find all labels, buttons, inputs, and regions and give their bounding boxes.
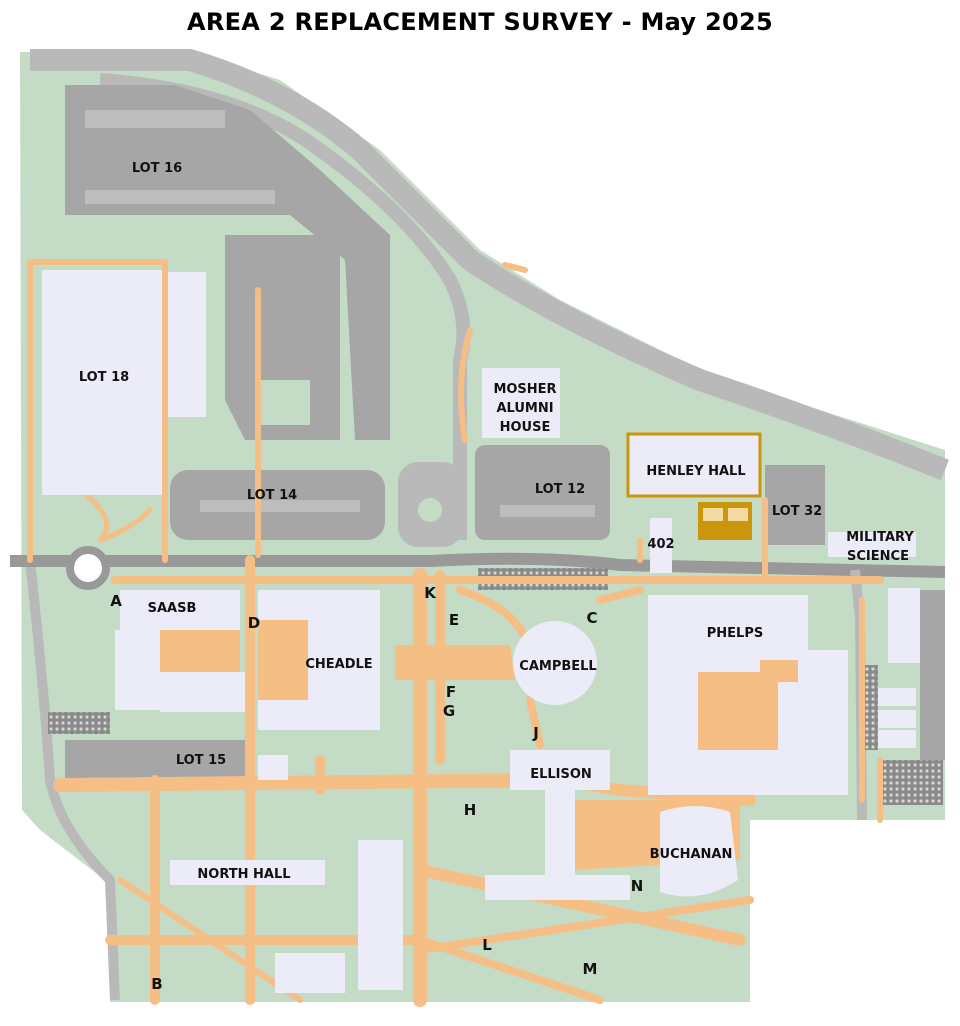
label-ellison: ELLISON [530, 767, 592, 782]
west-road [25, 559, 120, 1001]
point-f: F [446, 683, 456, 701]
saasb-building-a [120, 590, 240, 630]
label-henley: HENLEY HALL [646, 464, 745, 479]
lot14-aisle [200, 500, 360, 512]
campbell-hall [513, 621, 597, 705]
phelps-court-annex [760, 660, 798, 682]
label-phelps: PHELPS [707, 626, 763, 641]
east-small-building-2 [878, 688, 916, 706]
point-g: G [443, 702, 455, 720]
lot32-area [765, 465, 825, 545]
label-lot14: LOT 14 [247, 488, 297, 503]
label-402: 402 [647, 537, 674, 552]
label-lot16: LOT 16 [132, 161, 182, 176]
lot15-area [65, 740, 255, 780]
north-hall-annex [358, 840, 403, 990]
label-military-1: MILITARY [846, 530, 914, 545]
ellison-hall-stem [545, 790, 575, 880]
label-mosher-1: MOSHER [493, 382, 556, 397]
east-small-building [888, 588, 920, 663]
label-north-hall: NORTH HALL [197, 867, 290, 882]
point-c: C [586, 609, 597, 627]
gravel-patch-east [878, 760, 943, 805]
point-j: J [532, 724, 539, 742]
saasb-building-b [115, 630, 160, 710]
point-m: M [583, 960, 598, 978]
lot16-row-2 [85, 190, 275, 204]
east-small-building-3 [878, 710, 916, 728]
saasb-courtyard [160, 630, 240, 672]
label-mosher-2: ALUMNI [496, 401, 553, 416]
north-hall [170, 860, 325, 885]
gravel-patch-west [48, 712, 110, 734]
label-lot12: LOT 12 [535, 482, 585, 497]
phelps-courtyard [698, 672, 778, 750]
point-n: N [631, 877, 644, 895]
central-plaza-walk [395, 645, 515, 680]
lot-center-structure [225, 235, 340, 440]
east-lot-area [920, 590, 945, 760]
point-k: K [424, 584, 437, 602]
point-e: E [449, 611, 459, 629]
label-lot15: LOT 15 [176, 753, 226, 768]
cheadle-courtyard [258, 615, 308, 700]
point-h: H [464, 801, 477, 819]
label-lot32: LOT 32 [772, 504, 822, 519]
lot18-building [42, 270, 162, 495]
label-saasb: SAASB [148, 601, 197, 616]
map-title: AREA 2 REPLACEMENT SURVEY - May 2025 [186, 8, 774, 36]
point-d: D [248, 614, 260, 632]
east-small-building-4 [878, 730, 916, 748]
walkways [27, 259, 884, 1007]
building-labels: LOT 16 LOT 18 LOT 14 LOT 12 LOT 15 LOT 3… [79, 161, 915, 882]
mosher-alumni-house [482, 368, 560, 438]
military-science-building [828, 532, 916, 557]
buchanan-hall [660, 806, 738, 897]
label-buchanan: BUCHANAN [650, 847, 733, 862]
south-small-building [275, 953, 345, 993]
henley-hall-annex-window-2 [728, 508, 748, 521]
point-b: B [151, 975, 162, 993]
label-cheadle: CHEADLE [305, 657, 372, 672]
saasb-building-c [160, 672, 245, 712]
henley-hall-annex-window-1 [703, 508, 723, 521]
label-mosher-3: HOUSE [500, 420, 551, 435]
lot-center-inner [260, 380, 310, 425]
main-east-west-road [10, 552, 946, 578]
label-lot18: LOT 18 [79, 370, 129, 385]
label-military-2: SCIENCE [847, 549, 909, 564]
ellison-hall-foot [485, 875, 630, 900]
ellison-hall-top [510, 750, 610, 790]
survey-points: A B C D E F G H J K L M N [110, 584, 643, 993]
west-traffic-circle [66, 546, 110, 590]
lot15-building [258, 755, 288, 780]
lot16-area [65, 85, 390, 440]
center-fountain [418, 498, 442, 522]
lot18-annex [168, 272, 206, 417]
lot16-row [85, 110, 225, 128]
point-l: L [482, 936, 492, 954]
b402-building [650, 518, 672, 573]
label-campbell: CAMPBELL [519, 659, 596, 674]
cheadle-south [258, 700, 380, 730]
henley-hall [626, 432, 762, 498]
perimeter-road [30, 49, 950, 481]
lot12-aisle [500, 505, 595, 517]
cheadle-west [258, 590, 308, 620]
point-a: A [110, 592, 122, 610]
